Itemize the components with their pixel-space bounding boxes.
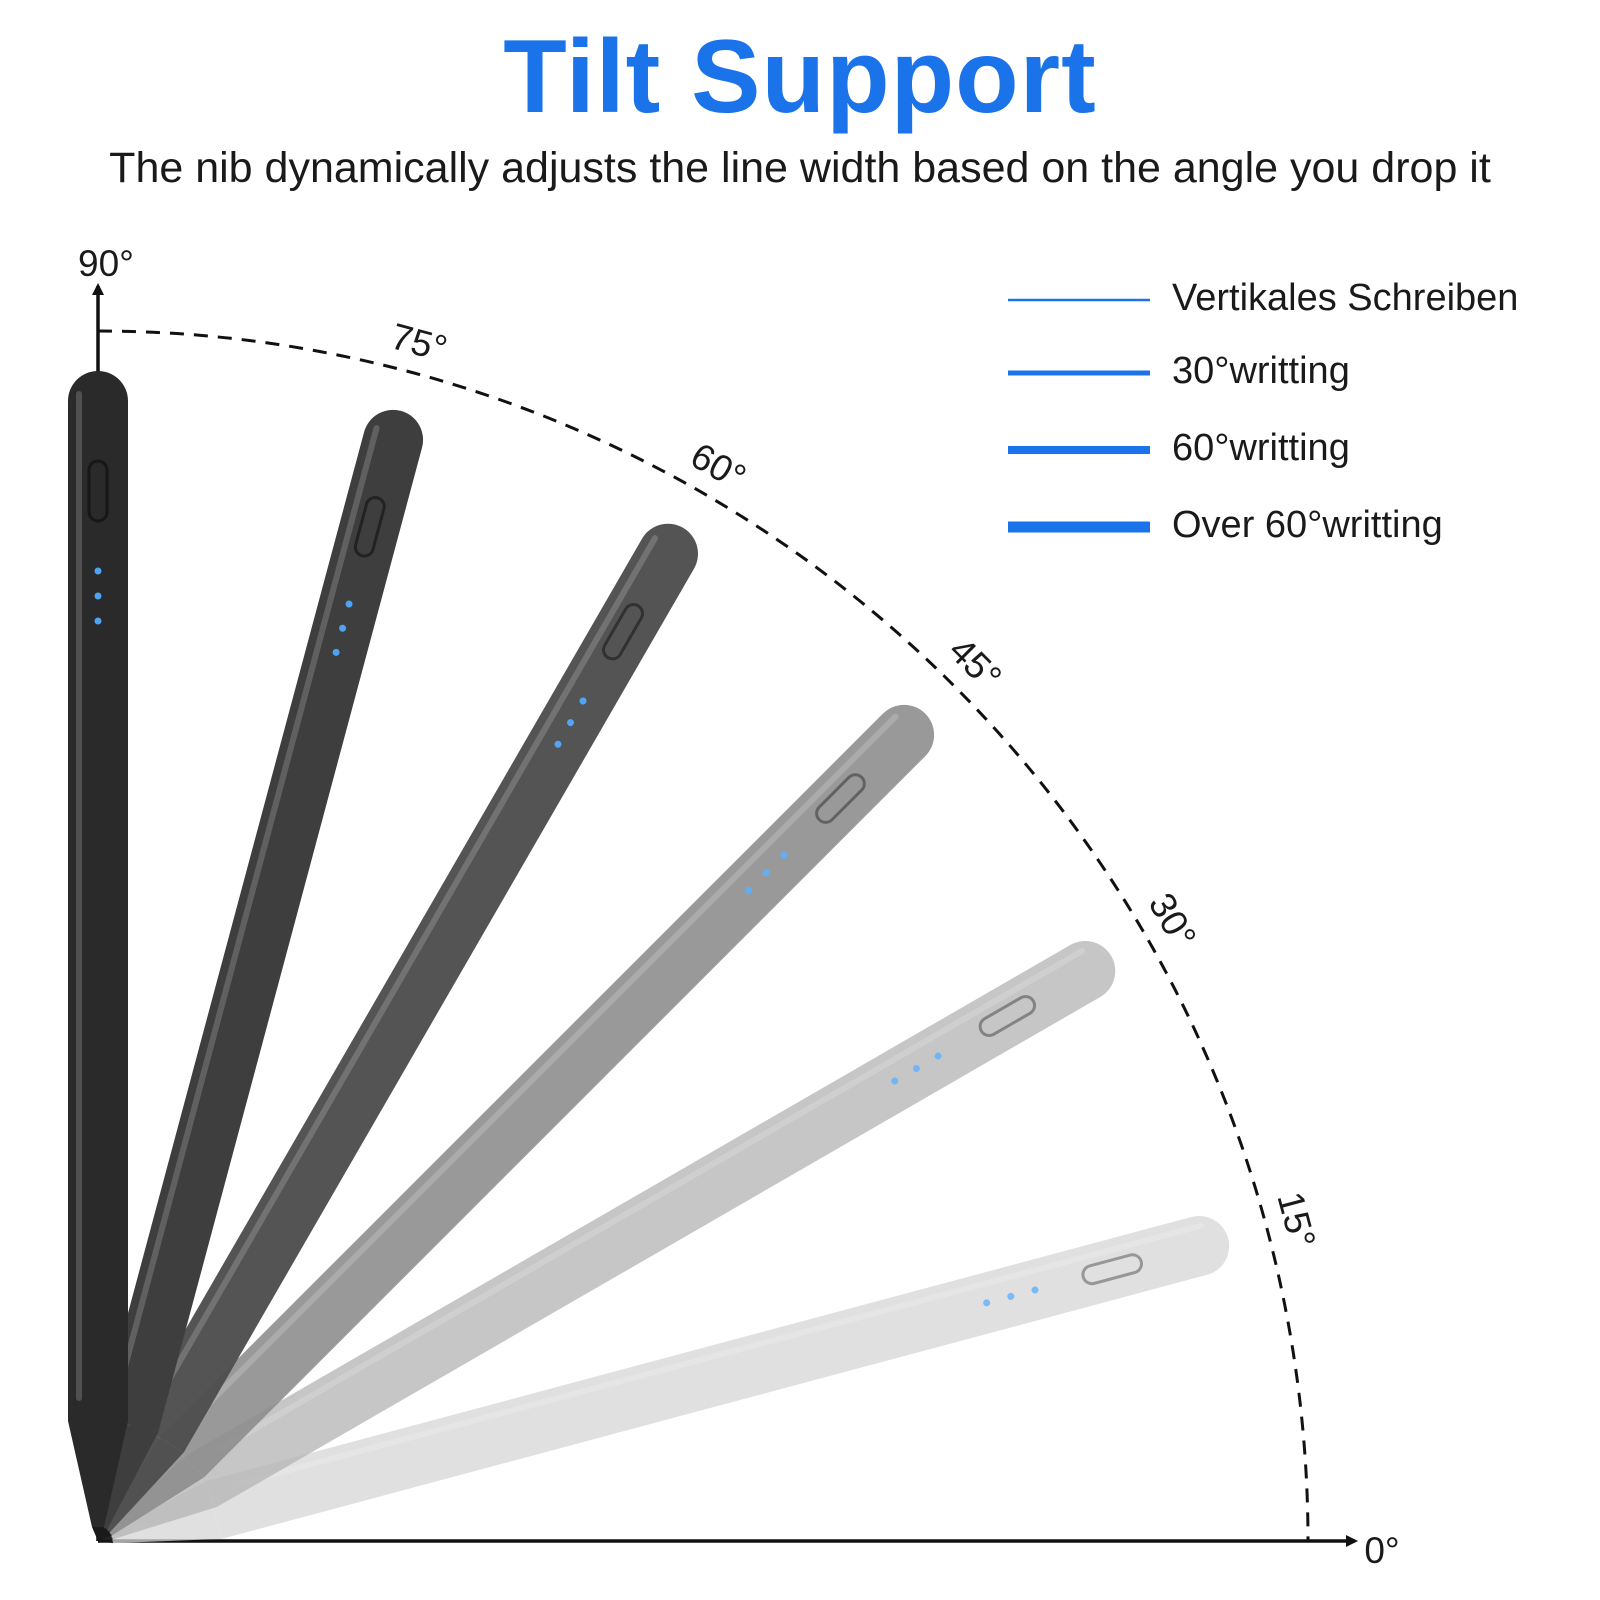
pen-body (132, 523, 698, 1453)
indicator-dot (780, 851, 788, 859)
indicator-dot (345, 600, 353, 608)
pen-tip (92, 1527, 104, 1541)
indicator-dot (912, 1065, 920, 1072)
indicator-dot (94, 567, 102, 575)
pen-group (68, 371, 1230, 1544)
pen-highlight (182, 713, 899, 1430)
indicator-dot (94, 617, 102, 625)
pen-button (601, 602, 644, 661)
angle-label-45: 45° (941, 629, 1010, 698)
pen-button (1081, 1253, 1144, 1286)
indicator-dot (891, 1077, 899, 1085)
angle-label-0: 0° (1364, 1530, 1399, 1571)
pen-body (100, 409, 424, 1433)
indicator-dot (745, 886, 753, 894)
angle-label-75: 75° (387, 316, 452, 370)
indicator-dot (94, 592, 102, 600)
pen-button (353, 495, 386, 558)
pen-button (978, 995, 1037, 1037)
indicator-dot (983, 1299, 991, 1307)
legend-label-3: Over 60°writting (1172, 504, 1443, 546)
angle-arc (97, 329, 1310, 1542)
legend: Vertikales Schreiben 30°writting 60°writti… (1008, 277, 1518, 546)
pen-cone (68, 1421, 128, 1527)
angle-label-60: 60° (684, 435, 753, 498)
pen-button (87, 459, 109, 523)
pen-body (206, 1215, 1230, 1539)
indicator-dot (1031, 1286, 1039, 1294)
legend-label-0: Vertikales Schreiben (1172, 277, 1518, 319)
pen-body (161, 704, 935, 1478)
page-subtitle: The nib dynamically adjusts the line wid… (109, 144, 1491, 192)
indicator-dot (1007, 1292, 1015, 1300)
pen-highlight (228, 1222, 1204, 1489)
angle-label-15: 15° (1269, 1188, 1323, 1253)
indicator-dot (567, 719, 574, 727)
indicator-dot (934, 1052, 942, 1060)
stylus-pen-90 (68, 371, 128, 1541)
legend-label-2: 60°writting (1172, 427, 1350, 469)
page-title: Tilt Support (503, 19, 1097, 135)
angle-label-90: 90° (78, 243, 134, 284)
indicator-dot (579, 697, 587, 705)
indicator-dot (339, 624, 347, 632)
pen-highlight (76, 391, 82, 1401)
indicator-dot (762, 869, 770, 877)
pen-highlight (209, 948, 1085, 1457)
pen-cone (99, 1422, 184, 1532)
pen-body (186, 941, 1116, 1507)
legend-label-1: 30°writting (1172, 350, 1350, 392)
indicator-dot (332, 648, 340, 656)
pen-body (68, 371, 128, 1421)
pen-highlight (150, 535, 659, 1411)
indicator-dot (554, 740, 562, 748)
stylus-pen-60 (98, 523, 698, 1541)
pen-highlight (113, 425, 380, 1401)
pen-button (815, 773, 866, 824)
